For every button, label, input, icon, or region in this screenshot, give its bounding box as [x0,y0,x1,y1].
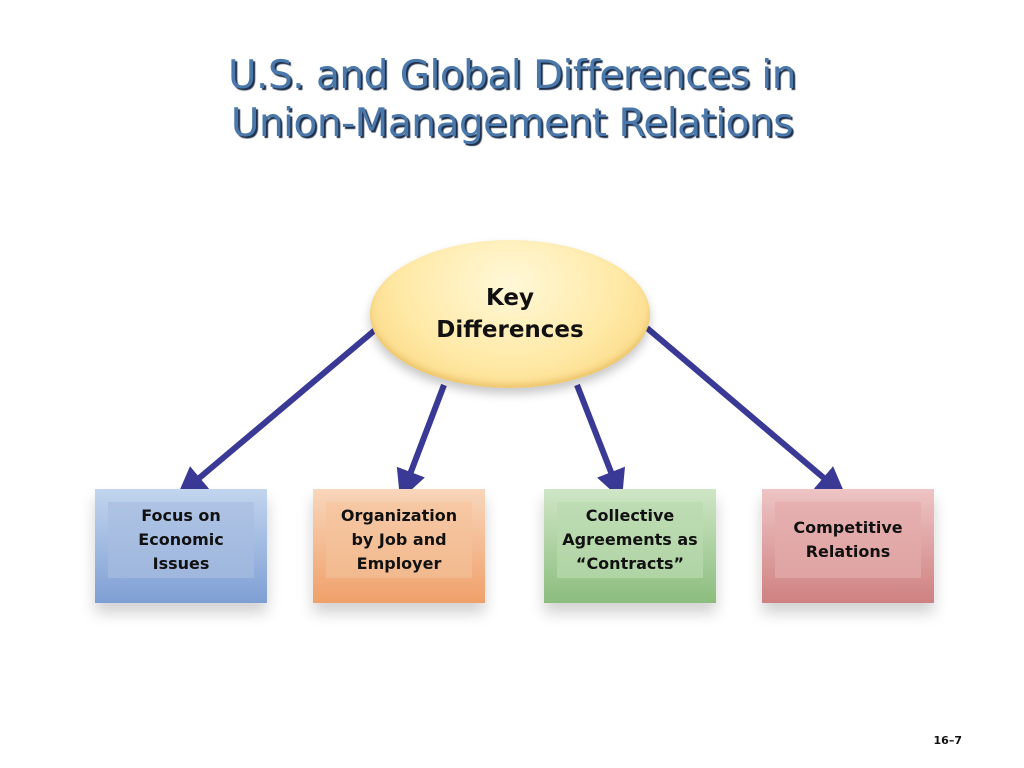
box-label: Organization by Job and Employer [326,502,472,578]
arrow-to-organization-by-job [396,383,447,501]
box-label-line: by Job and [351,530,447,549]
box-label-line: Collective [585,506,675,525]
box-label: Competitive Relations [775,502,921,578]
arrow-to-competitive-relations [645,325,847,497]
slide-title-line-2: Union-Management Relations [230,101,794,146]
box-label-line: Organization [340,506,458,525]
box-label-line: Agreements as [562,530,698,549]
key-differences-ellipse: Key Differences [370,240,650,388]
box-label-line: Competitive [793,518,903,537]
box-label-line: Issues [152,554,210,573]
box-label-line: Employer [356,554,442,573]
box-focus-on-economic-issues: Focus on Economic Issues [95,489,267,603]
box-label-line: Economic [138,530,224,549]
box-label-line: “Contracts” [575,554,685,573]
box-label-line: Focus on [141,506,221,525]
key-differences-label-line-2: Differences [436,317,584,343]
slide-title: U.S. and Global Differences in Union-Man… [0,52,1024,148]
arrow-to-collective-agreements [574,383,625,501]
arrow-to-focus-on-economic-issues [176,327,377,497]
page-number: 16–7 [933,734,962,747]
box-label-line: Relations [805,542,891,561]
box-organization-by-job-and-employer: Organization by Job and Employer [313,489,485,603]
box-competitive-relations: Competitive Relations [762,489,934,603]
box-label: Focus on Economic Issues [108,502,254,578]
slide-title-line-1: U.S. and Global Differences in [228,53,796,98]
box-label: Collective Agreements as “Contracts” [557,502,703,578]
box-collective-agreements-as-contracts: Collective Agreements as “Contracts” [544,489,716,603]
key-differences-label-line-1: Key [485,285,534,311]
